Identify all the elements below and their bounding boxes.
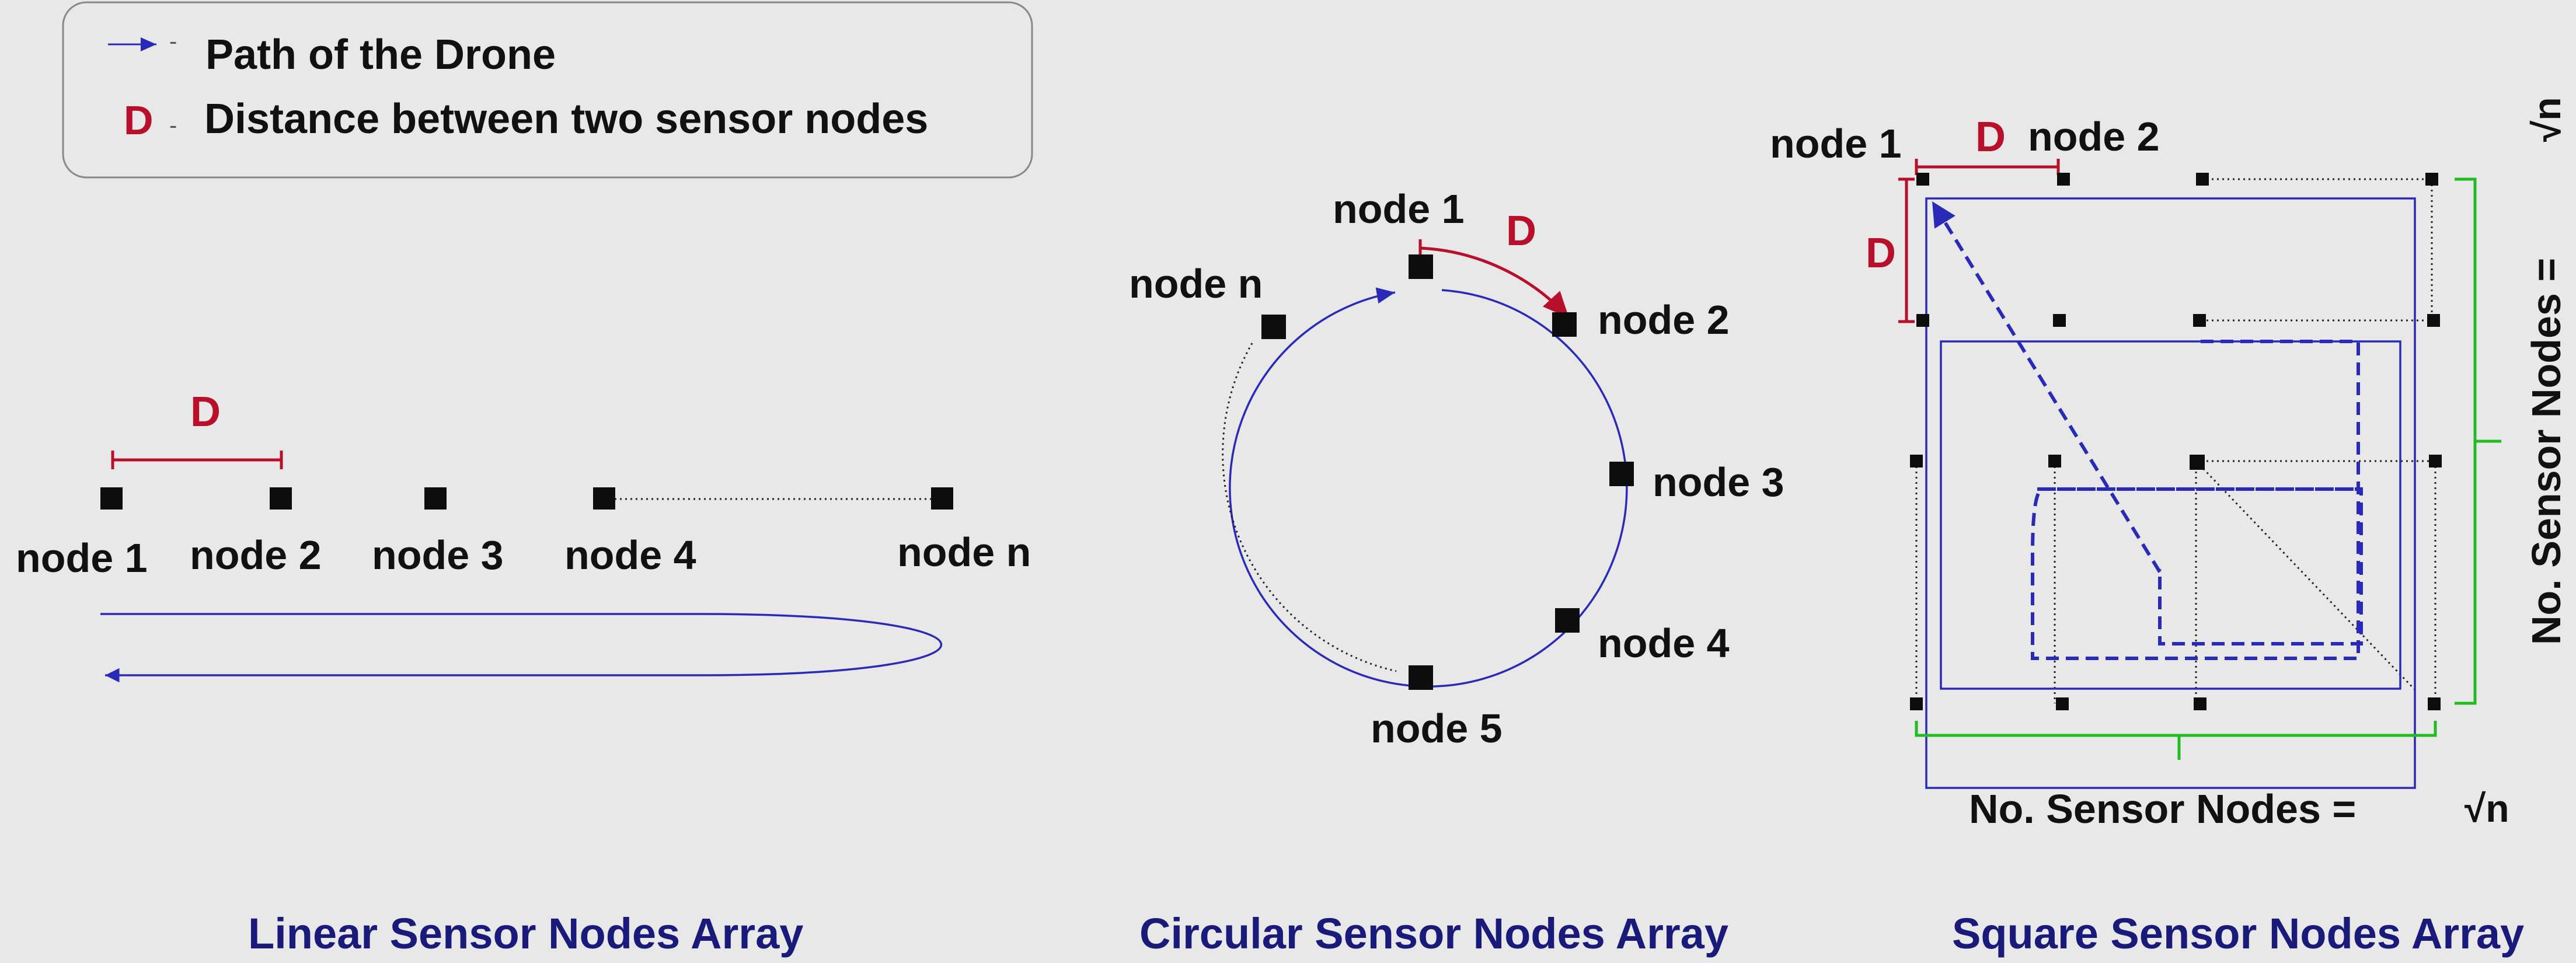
square-inner-path	[1940, 340, 2401, 690]
circular-node-n-marker	[1261, 315, 1286, 339]
circular-node-2-marker	[1552, 312, 1577, 337]
square-count-bottom-value: √n	[2465, 787, 2509, 830]
linear-node-n-marker	[931, 487, 953, 510]
square-node-r1c1	[1916, 173, 1929, 186]
square-d-side-label: D	[1866, 230, 1896, 277]
circular-node-2-label: node 2	[1598, 297, 1730, 343]
square-node-r3c2	[2048, 455, 2061, 467]
square-node-r4c1	[1910, 697, 1923, 710]
square-node-r2c1	[1916, 314, 1929, 327]
circular-node-4-marker	[1555, 608, 1580, 633]
square-node-2-label: node 2	[2028, 114, 2160, 159]
square-node-r1c3	[2196, 173, 2209, 186]
square-dashed-path-outer	[2030, 340, 2361, 660]
square-node-markers	[1910, 173, 2442, 710]
square-node-r2c3	[2193, 314, 2206, 327]
square-dotted-connections	[1915, 178, 2436, 703]
square-dashed-return-arrow	[1930, 200, 2162, 573]
linear-caption: Linear Sensor Nodes Array	[248, 909, 803, 958]
legend-path-text: Path of the Drone	[205, 32, 556, 78]
linear-array: D node 1 node 2 node 3 node 4 node n Lin…	[16, 389, 1031, 958]
circular-node-n-label: node n	[1129, 261, 1263, 306]
circular-node-3-label: node 3	[1653, 459, 1784, 505]
square-bottom-bracket	[1915, 721, 2437, 760]
square-node-r4c2	[2056, 697, 2069, 710]
circular-d-label: D	[1506, 208, 1536, 254]
circular-node-4-label: node 4	[1598, 620, 1730, 666]
circular-node-1-label: node 1	[1333, 186, 1465, 232]
linear-drone-path	[100, 613, 942, 683]
circular-caption: Circular Sensor Nodes Array	[1139, 909, 1728, 958]
linear-node-4-label: node 4	[564, 532, 696, 578]
square-dashed-path-inner	[2037, 487, 2363, 646]
circular-node-5-label: node 5	[1371, 706, 1503, 751]
linear-node-1-label: node 1	[16, 535, 148, 581]
circular-gap-dotted-arc	[1222, 343, 1397, 672]
square-node-r1c4	[2425, 173, 2438, 186]
square-caption: Square Sensor Nodes Array	[1952, 909, 2524, 958]
linear-node-n-label: node n	[897, 529, 1031, 575]
legend-d-marker: -	[169, 113, 177, 138]
square-d-top-label: D	[1975, 114, 2006, 160]
linear-node-1-marker	[100, 487, 123, 510]
square-node-r4c4	[2428, 697, 2441, 710]
legend-path-marker: -	[169, 29, 177, 54]
circular-node-1-marker	[1409, 254, 1433, 279]
square-node-r3c4	[2429, 455, 2442, 467]
square-node-r3c3	[2190, 455, 2205, 470]
square-node-r3c1	[1910, 455, 1923, 467]
legend-box	[62, 1, 1033, 179]
linear-node-3-marker	[424, 487, 447, 510]
square-outer-path	[1925, 197, 2416, 789]
square-node-r4c3	[2194, 697, 2206, 710]
circular-node-5-marker	[1409, 665, 1433, 690]
square-side-bracket	[2455, 177, 2501, 705]
legend-d-symbol: D	[124, 97, 154, 143]
legend: - Path of the Drone D - Distance between…	[62, 1, 1033, 179]
square-node-r2c2	[2053, 314, 2066, 327]
circular-d-arc	[1420, 246, 1570, 319]
linear-node-3-label: node 3	[372, 532, 504, 578]
square-node-1-label: node 1	[1770, 121, 1902, 166]
square-count-side-label: No. Sensor Nodes =	[2523, 258, 2569, 645]
linear-node-2-marker	[270, 487, 292, 510]
square-count-side-value: √n	[2525, 97, 2568, 142]
linear-node-4-marker	[593, 487, 615, 510]
legend-d-text: Distance between two sensor nodes	[204, 96, 928, 142]
circular-node-3-marker	[1609, 462, 1634, 486]
linear-node-2-label: node 2	[190, 532, 322, 578]
circular-array: D node 1 node 2 node 3 node 4 node 5 nod…	[1129, 186, 1784, 958]
circular-drone-path	[1229, 287, 1628, 688]
linear-d-label: D	[190, 389, 221, 435]
square-node-r1c2	[2057, 173, 2070, 186]
square-count-bottom-label: No. Sensor Nodes =	[1969, 786, 2356, 832]
square-array: D D node 1 node 2 No.	[1770, 97, 2569, 958]
square-node-r2c4	[2427, 314, 2440, 327]
